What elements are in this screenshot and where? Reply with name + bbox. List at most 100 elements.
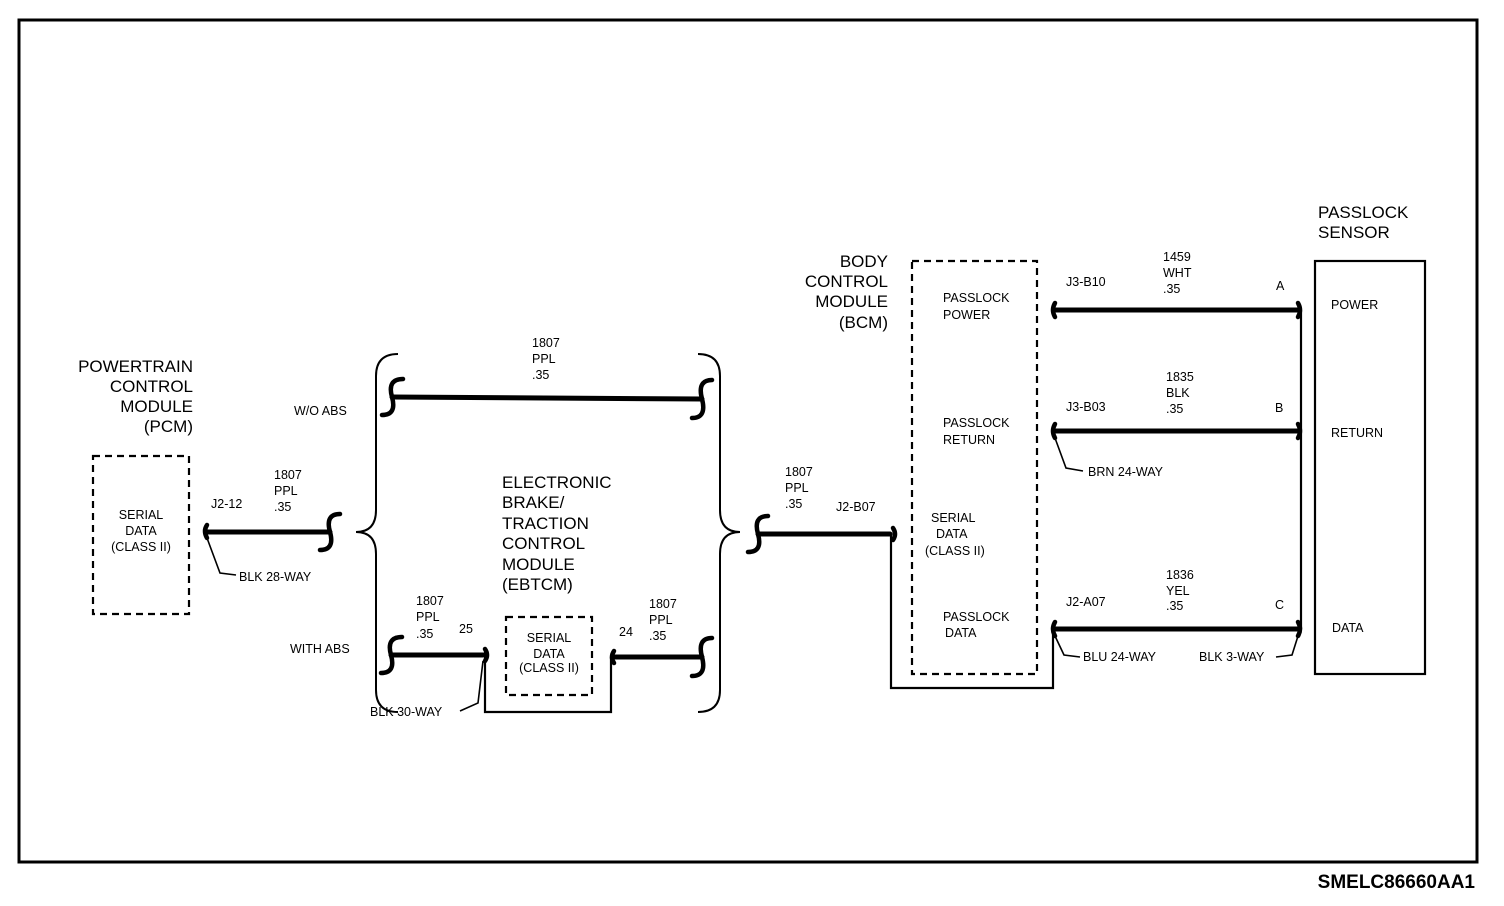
circuit-c-wire-2: YEL [1166, 584, 1190, 598]
circuit-b-terminal: B [1275, 401, 1283, 415]
pcm-title-4: (PCM) [144, 417, 193, 436]
pcm-connector: BLK 28-WAY [239, 570, 312, 584]
pcm-title-1: POWERTRAIN [78, 357, 193, 376]
passlock-data-circuit: J2-A07 1836 YEL .35 C BLU 24-WAY BLK 3-W… [1050, 568, 1303, 664]
sensor-power-label: POWER [1331, 298, 1378, 312]
bcm-in-terminal [890, 525, 898, 543]
circuit-a-wire-2: WHT [1163, 266, 1192, 280]
bcm-in-wire-1: 1807 [785, 465, 813, 479]
bcm-in-pin: J2-B07 [836, 500, 876, 514]
circuit-c-sensor-terminal [1295, 619, 1303, 639]
diagram-frame [17, 18, 1479, 864]
ebtcm-title-3: TRACTION [502, 514, 589, 533]
blk3-connector: BLK 3-WAY [1199, 650, 1265, 664]
bcm-case-outline [889, 534, 1055, 690]
bcm-data-label-1: PASSLOCK [943, 610, 1010, 624]
wo-abs-wire-1: 1807 [532, 336, 560, 350]
pcm-box-line-2: DATA [125, 524, 157, 538]
pcm-title-3: MODULE [120, 397, 193, 416]
circuit-c-wire-3: .35 [1166, 599, 1183, 613]
ebtcm-box-line-1: SERIAL [527, 631, 572, 645]
ebtcm-title-1: ELECTRONIC [502, 473, 612, 492]
with-abs-splice-right [689, 635, 715, 679]
bcm-title-2: CONTROL [805, 272, 888, 291]
pcm-wire-2: PPL [274, 484, 298, 498]
bcm-return-label-2: RETURN [943, 433, 995, 447]
drawing-code: SMELC86660AA1 [1318, 872, 1476, 893]
circuit-a-sensor-terminal [1295, 300, 1303, 320]
bcm-input-circuit: 1807 PPL .35 J2-B07 [745, 465, 1055, 690]
wo-abs-wire-3: .35 [532, 368, 549, 382]
circuit-b-wire-2: BLK [1166, 386, 1190, 400]
circuit-a-terminal: A [1276, 279, 1285, 293]
bcm-serial-label-1: SERIAL [931, 511, 976, 525]
pcm-box [91, 454, 191, 616]
circuit-a-wire-1: 1459 [1163, 250, 1191, 264]
pcm-wire-1: 1807 [274, 468, 302, 482]
sensor-title-2: SENSOR [1318, 223, 1390, 242]
right-option-brace [697, 353, 741, 713]
with-abs-left-wire-3: .35 [416, 627, 433, 641]
ebtcm-terminal-left [482, 646, 490, 664]
sensor-box [1313, 259, 1427, 676]
sensor-data-label: DATA [1332, 621, 1364, 635]
bcm-module: BODY CONTROL MODULE (BCM) PASSLOCK POWER… [805, 252, 1039, 676]
bcm-title-1: BODY [840, 252, 888, 271]
bcm-title-4: (BCM) [839, 313, 888, 332]
bcm-title-3: MODULE [815, 292, 888, 311]
circuit-b-pin: J3-B03 [1066, 400, 1106, 414]
with-abs-right-wire-2: PPL [649, 613, 673, 627]
pcm-pin: J2-12 [211, 497, 242, 511]
ebtcm-title-6: (EBTCM) [502, 575, 573, 594]
sensor-return-label: RETURN [1331, 426, 1383, 440]
brn-connector-leader [1054, 437, 1084, 472]
bcm-box [910, 259, 1039, 676]
passlock-power-circuit: J3-B10 1459 WHT .35 A [1050, 250, 1303, 320]
ebtcm-case-outline [483, 652, 613, 714]
ebtcm-title-2: BRAKE/ [502, 493, 565, 512]
bcm-in-wire-3: .35 [785, 497, 802, 511]
circuit-a-wire-3: .35 [1163, 282, 1180, 296]
with-abs-label: WITH ABS [290, 642, 350, 656]
passlock-return-circuit: J3-B03 1835 BLK .35 B BRN 24-WAY [1050, 370, 1303, 479]
ebtcm-module: W/O ABS WITH ABS 1807 PPL .35 ELECTRONIC… [290, 336, 741, 719]
ebtcm-title-5: MODULE [502, 555, 575, 574]
left-option-brace [355, 353, 399, 713]
ebtcm-box [504, 615, 594, 697]
bcm-serial-label-3: (CLASS II) [925, 544, 985, 558]
circuit-b-wire-1: 1835 [1166, 370, 1194, 384]
passlock-sensor: PASSLOCK SENSOR POWER RETURN DATA [1313, 203, 1427, 676]
bcm-data-label-2: DATA [945, 626, 977, 640]
sensor-title-1: PASSLOCK [1318, 203, 1409, 222]
pcm-wire-splice [317, 511, 343, 553]
wo-abs-splice-right [689, 377, 715, 421]
bcm-power-label-2: POWER [943, 308, 990, 322]
ebtcm-pin-right: 24 [619, 625, 633, 639]
pcm-title-2: CONTROL [110, 377, 193, 396]
circuit-b-sensor-terminal [1295, 421, 1303, 441]
pcm-wire-3: .35 [274, 500, 291, 514]
ebtcm-box-line-2: DATA [533, 647, 565, 661]
ebtcm-title-4: CONTROL [502, 534, 585, 553]
ebtcm-pin-left: 25 [459, 622, 473, 636]
wo-abs-label: W/O ABS [294, 404, 347, 418]
bcm-in-wire-2: PPL [785, 481, 809, 495]
with-abs-right-wire-3: .35 [649, 629, 666, 643]
circuit-c-wire-1: 1836 [1166, 568, 1194, 582]
brn-connector: BRN 24-WAY [1088, 465, 1164, 479]
pcm-module: POWERTRAIN CONTROL MODULE (PCM) SERIAL D… [78, 357, 343, 616]
ebtcm-connector-leader [459, 660, 484, 712]
wo-abs-wire-2: PPL [532, 352, 556, 366]
circuit-a-pin: J3-B10 [1066, 275, 1106, 289]
bcm-power-label-1: PASSLOCK [943, 291, 1010, 305]
pcm-connector-leader [206, 537, 237, 576]
ebtcm-box-line-3: (CLASS II) [519, 661, 579, 675]
blk3-connector-leader [1275, 635, 1299, 658]
circuit-c-pin: J2-A07 [1066, 595, 1106, 609]
bcm-return-label-1: PASSLOCK [943, 416, 1010, 430]
bcm-serial-label-2: DATA [936, 527, 968, 541]
circuit-b-wire-3: .35 [1166, 402, 1183, 416]
blu-connector-leader [1054, 635, 1081, 658]
wo-abs-wire [389, 394, 705, 402]
